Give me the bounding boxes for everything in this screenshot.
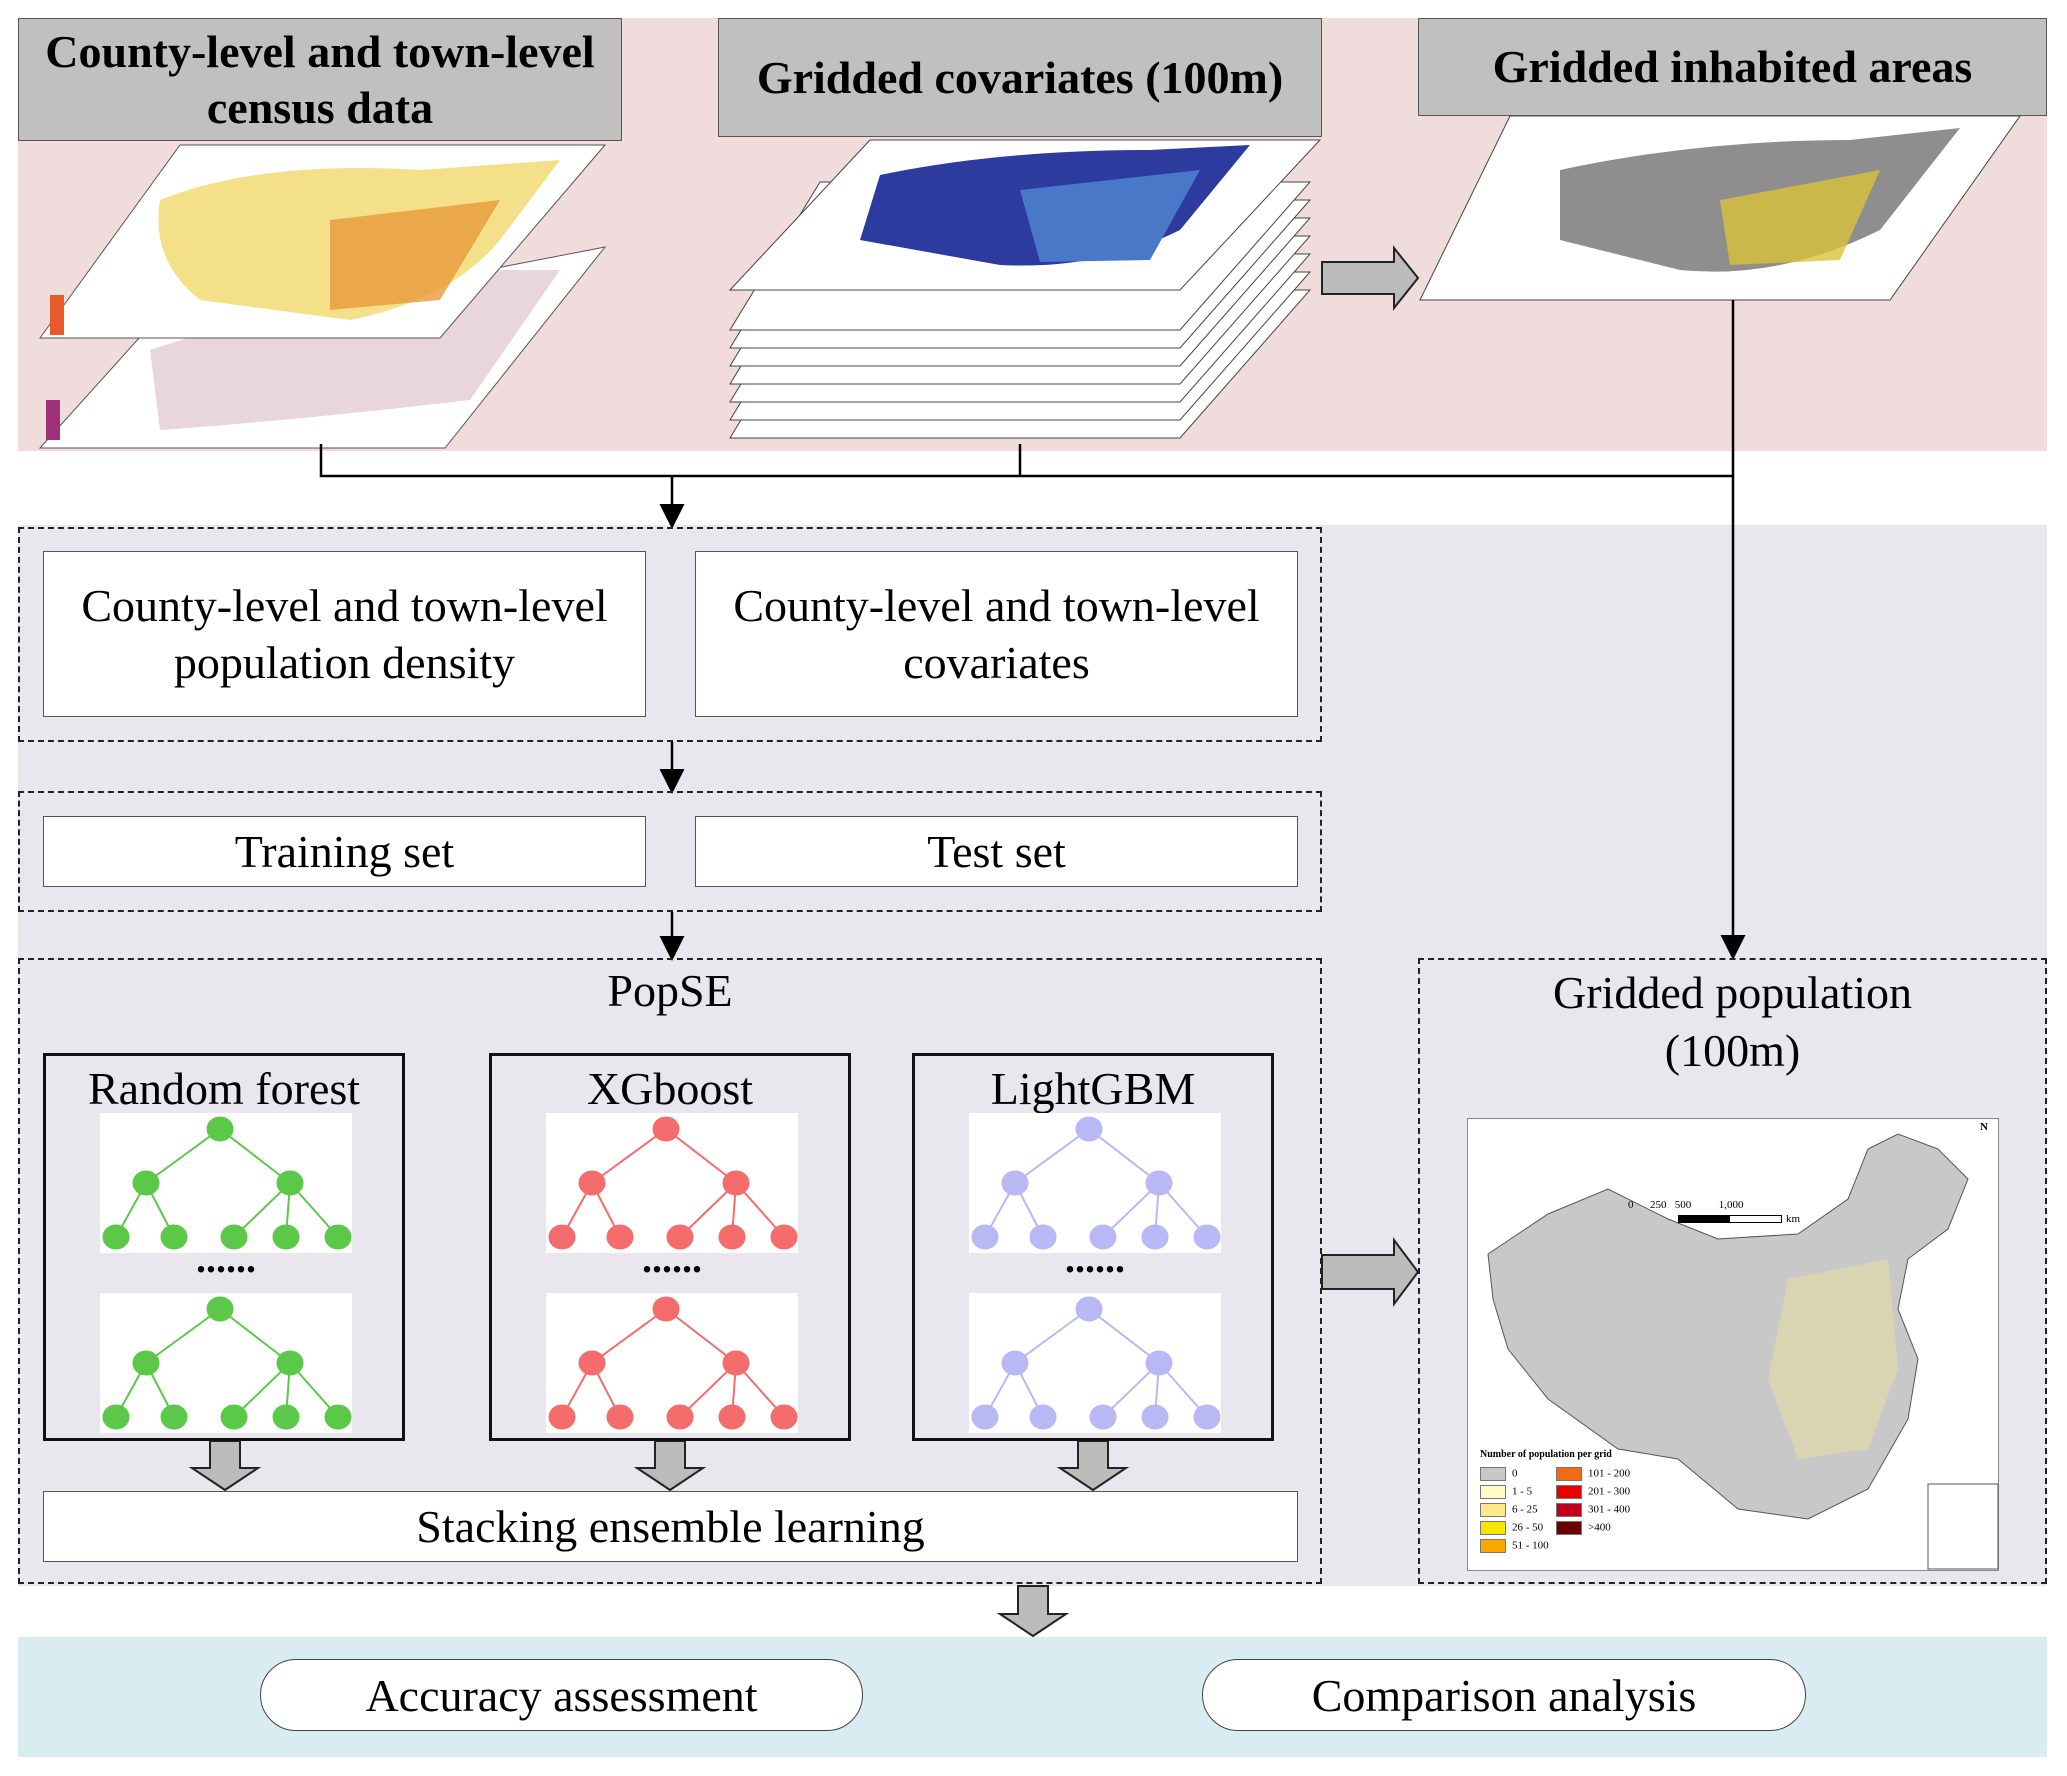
legend-item: 0: [1480, 1467, 1518, 1481]
legend-label: 301 - 400: [1588, 1503, 1631, 1516]
legend-swatch: [1480, 1467, 1506, 1481]
covariate-layers-stack: [728, 139, 1322, 439]
inhabited-areas-map: [1419, 115, 2021, 301]
legend-swatch: [1556, 1485, 1582, 1499]
stacking-ensemble-box: Stacking ensemble learning: [43, 1491, 1298, 1562]
legend-label: 51 - 100: [1512, 1539, 1549, 1552]
scale-label: 1,000: [1718, 1199, 1744, 1211]
legend-label: 1 - 5: [1512, 1485, 1533, 1498]
legend-item: 1 - 5: [1480, 1485, 1532, 1499]
legend-label: 26 - 50: [1512, 1521, 1544, 1534]
scale-bar: [1678, 1215, 1782, 1223]
model-name: LightGBM: [990, 1063, 1196, 1114]
connector-lines: [319, 300, 1746, 961]
population-density-box: County-level and town-level population d…: [43, 551, 646, 717]
county-population-map: [39, 144, 607, 339]
legend-swatch: [1480, 1539, 1506, 1553]
arrow-to-inhabited: [1321, 245, 1420, 311]
legend-label: 0: [1512, 1467, 1518, 1480]
legend-item: 101 - 200: [1556, 1467, 1630, 1481]
test-set-box: Test set: [695, 816, 1298, 887]
popse-title: PopSE: [607, 965, 733, 1016]
legend-item: 51 - 100: [1480, 1539, 1549, 1553]
popse-group: [18, 958, 1322, 1584]
legend-label: 201 - 300: [1588, 1485, 1631, 1498]
down-arrows: [188, 1440, 1130, 1638]
scale-label: 500: [1674, 1199, 1692, 1211]
gridded-population-title: Gridded population (100m): [1553, 967, 1912, 1076]
legend-item: 301 - 400: [1556, 1503, 1630, 1517]
legend-item: >400: [1556, 1521, 1611, 1535]
training-set-box: Training set: [43, 816, 646, 887]
scale-label: 0: [1628, 1199, 1634, 1211]
lightgbm-box: LightGBM: [912, 1053, 1274, 1441]
legend-swatch: [1480, 1485, 1506, 1499]
legend-swatch: [1556, 1467, 1582, 1481]
legend-item: 6 - 25: [1480, 1503, 1538, 1517]
model-name: Random forest: [87, 1063, 361, 1114]
china-map-shape: [1487, 1133, 1999, 1570]
model-name: XGboost: [586, 1063, 754, 1114]
legend-swatch: [1480, 1503, 1506, 1517]
inhabited-areas-header: Gridded inhabited areas: [1418, 18, 2047, 116]
covariates-header: Gridded covariates (100m): [718, 18, 1322, 137]
legend-item: 201 - 300: [1556, 1485, 1630, 1499]
xgboost-box: XGboost: [489, 1053, 851, 1441]
scale-labels: 0 250 500 1,000: [1628, 1199, 1744, 1211]
scale-label: 250: [1650, 1199, 1667, 1211]
legend-title: Number of population per grid: [1480, 1449, 1612, 1460]
comparison-analysis-box: Comparison analysis: [1202, 1659, 1806, 1731]
legend-swatch: [1556, 1521, 1582, 1535]
legend-item: 26 - 50: [1480, 1521, 1543, 1535]
random-forest-box: Random forest: [43, 1053, 405, 1441]
gridded-population-group: [1418, 958, 2047, 1584]
legend-label: 101 - 200: [1588, 1467, 1631, 1480]
covariates-box: County-level and town-level covariates: [695, 551, 1298, 717]
north-arrow-icon: N: [1980, 1121, 1988, 1133]
accuracy-assessment-box: Accuracy assessment: [260, 1659, 863, 1731]
gridded-population-map: 0 250 500 1,000 km N Number of populatio…: [1467, 1118, 1999, 1571]
legend-label: 6 - 25: [1512, 1503, 1538, 1516]
legend-label: >400: [1588, 1521, 1611, 1534]
census-data-header: County-level and town-level census data: [18, 18, 622, 141]
scale-unit: km: [1786, 1213, 1801, 1225]
arrow-to-gridded-population: [1321, 1237, 1420, 1307]
legend-swatch: [1556, 1503, 1582, 1517]
density-covariates-group: [18, 527, 1322, 742]
legend-swatch: [1480, 1521, 1506, 1535]
dataset-split-group: [18, 791, 1322, 912]
